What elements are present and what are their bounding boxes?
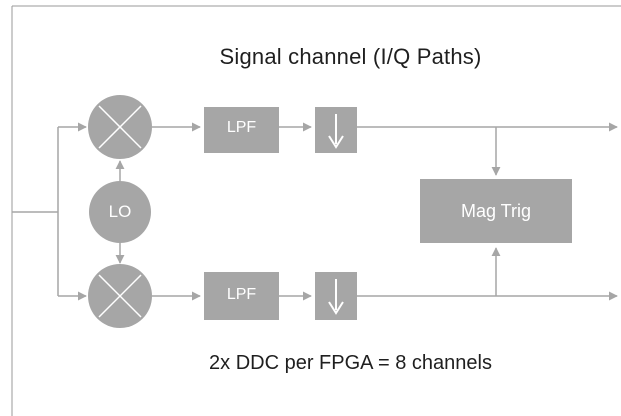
decimator-top-icon — [315, 107, 357, 153]
mixer-top-icon — [88, 95, 152, 159]
mag-trig-label: Mag Trig — [460, 201, 532, 221]
diagram-footer-note: 2x DDC per FPGA = 8 channels — [209, 352, 492, 374]
diagram-title: Signal channel (I/Q Paths) — [219, 44, 482, 69]
decimator-bottom-icon — [315, 272, 357, 320]
diagram-frame — [11, 5, 621, 416]
lpf-bottom-block — [204, 272, 279, 320]
lpf-bottom-label: LPF — [226, 286, 257, 303]
output-lines — [357, 122, 618, 301]
lo-label: LO — [108, 202, 132, 221]
lpf-to-decimator-lines — [279, 122, 312, 301]
mag-trig-block — [420, 179, 572, 243]
input-signal-line — [12, 122, 87, 301]
mixer-bottom-icon — [88, 264, 152, 328]
mixer-to-lpf-lines — [152, 122, 201, 301]
lpf-top-block — [204, 107, 279, 153]
lpf-top-label: LPF — [226, 119, 257, 136]
lo-block — [89, 181, 151, 243]
